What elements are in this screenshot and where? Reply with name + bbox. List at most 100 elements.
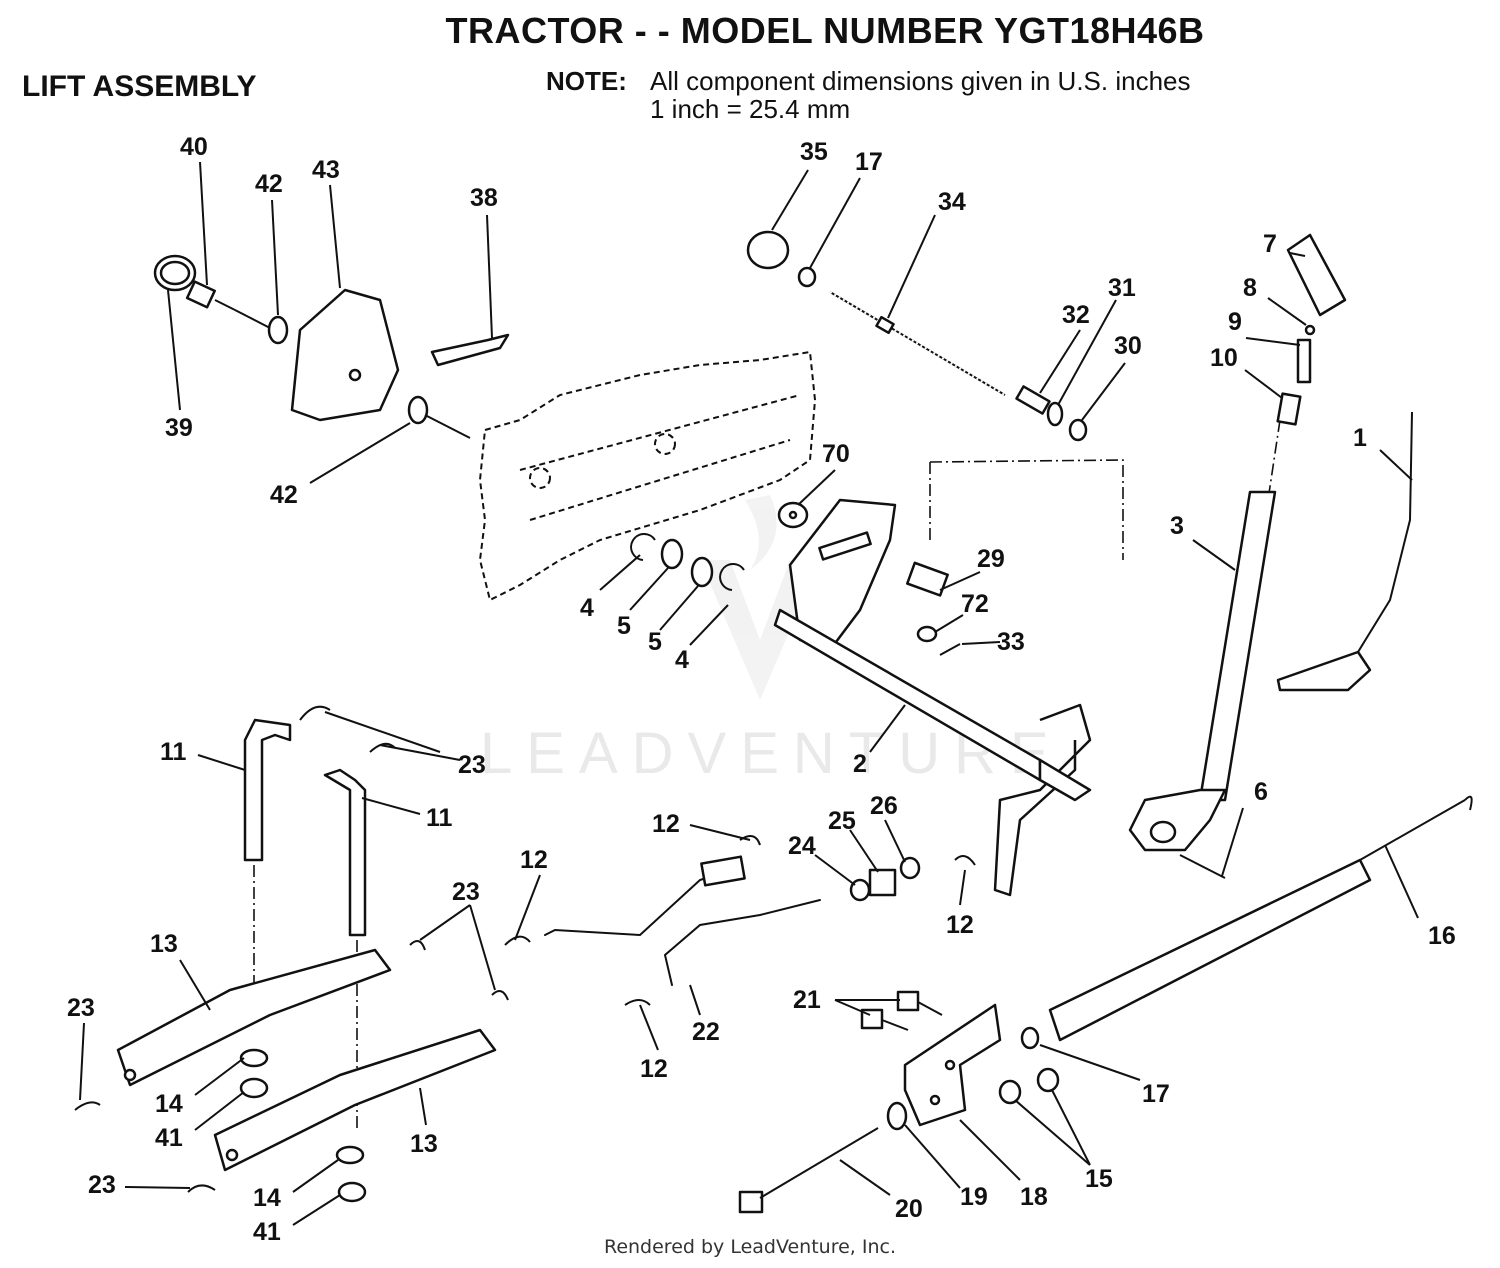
part-8-ball [1304, 324, 1316, 336]
part-14-washer [239, 1048, 365, 1165]
callout-4: 4 [675, 646, 689, 674]
part-17-nut-top [797, 266, 817, 288]
watermark-logo [700, 495, 820, 700]
callout-29: 29 [977, 545, 1005, 573]
callout-7: 7 [1263, 230, 1277, 258]
callout-23: 23 [452, 878, 480, 906]
callout-16: 16 [1428, 922, 1456, 950]
part-31-washer [1046, 401, 1064, 427]
part-20-bolt [738, 1127, 879, 1214]
footer-credit: Rendered by LeadVenture, Inc. [603, 1236, 897, 1258]
part-10-insert [1276, 392, 1302, 426]
callout-labels: 40 42 43 38 39 42 35 17 34 32 31 30 7 8 … [67, 133, 1456, 1246]
callout-18: 18 [1020, 1183, 1048, 1211]
part-43-housing [290, 288, 400, 422]
part-41-nut [239, 1077, 367, 1203]
watermark: LEADVENTURE [480, 721, 1063, 786]
callout-5: 5 [648, 628, 662, 656]
section-title: LIFT ASSEMBLY [22, 70, 257, 103]
part-38-bracket [430, 333, 510, 367]
callout-25: 25 [828, 807, 856, 835]
part-72-washer [916, 625, 938, 643]
part-34-threaded-rod [829, 291, 1006, 396]
callout-4: 4 [580, 594, 594, 622]
callout-11: 11 [160, 738, 187, 766]
callout-12: 12 [520, 846, 548, 874]
part-18-bracket [903, 1003, 1002, 1127]
callout-5: 5 [617, 612, 631, 640]
part-13-lift-arm [116, 948, 497, 1172]
callout-11: 11 [426, 804, 453, 832]
callout-14: 14 [253, 1184, 281, 1212]
callout-35: 35 [800, 138, 828, 166]
part-12-hairpin [504, 835, 976, 1006]
callout-10: 10 [1210, 344, 1238, 372]
callout-31: 31 [1108, 274, 1136, 302]
callout-70: 70 [822, 440, 850, 468]
diagram-title: TRACTOR - - MODEL NUMBER YGT18H46B [445, 10, 1205, 51]
callout-13: 13 [150, 930, 178, 958]
callout-15: 15 [1085, 1165, 1113, 1193]
part-39-cap [153, 254, 197, 292]
callout-24: 24 [788, 832, 816, 860]
callout-43: 43 [312, 156, 340, 184]
part-5-bushing [660, 538, 714, 588]
callout-12: 12 [946, 911, 974, 939]
callout-17: 17 [855, 148, 883, 176]
callout-40: 40 [180, 133, 208, 161]
part-30-nut [1068, 418, 1088, 442]
part-19-washer [886, 1101, 908, 1131]
leader-lines [79, 161, 1419, 1226]
part-42-washer [267, 315, 471, 439]
part-25-block [868, 868, 897, 897]
part-15-nut [998, 1067, 1060, 1105]
assembly-guide [929, 419, 1281, 560]
callout-42: 42 [270, 481, 298, 509]
part-17-nut-bottom [1020, 1026, 1040, 1050]
callout-41: 41 [253, 1218, 281, 1246]
callout-2: 2 [853, 750, 867, 778]
part-32-spring [1015, 385, 1051, 415]
callout-42: 42 [255, 170, 283, 198]
part-11-lift-link [243, 718, 367, 937]
callout-3: 3 [1170, 512, 1184, 540]
part-33-pin [939, 643, 961, 656]
callout-12: 12 [652, 810, 680, 838]
callout-32: 32 [1062, 301, 1090, 329]
callout-6: 6 [1254, 778, 1268, 806]
part-16-spring [1048, 795, 1473, 1042]
note-label: NOTE: [546, 66, 627, 96]
note-conversion: 1 inch = 25.4 mm [650, 94, 851, 124]
callout-21: 21 [793, 986, 821, 1014]
callout-17: 17 [1142, 1080, 1170, 1108]
part-7-grip [1286, 233, 1347, 317]
part-29-fitting [906, 561, 949, 597]
callout-26: 26 [870, 792, 898, 820]
part-23-hairpin [74, 705, 509, 1193]
callout-12: 12 [640, 1055, 668, 1083]
note-dimensions: All component dimensions given in U.S. i… [650, 66, 1191, 96]
callout-23: 23 [88, 1171, 116, 1199]
part-6-bolt [1179, 854, 1226, 879]
part-2-lift-shaft [773, 498, 1092, 897]
part-21-bolt [860, 990, 943, 1031]
part-3-lever [1128, 490, 1277, 852]
callout-14: 14 [155, 1090, 183, 1118]
part-22-link [544, 855, 821, 986]
callout-38: 38 [470, 184, 498, 212]
frame-outline [478, 350, 817, 602]
part-26-nut [899, 856, 921, 880]
callout-20: 20 [895, 1195, 923, 1223]
callout-39: 39 [165, 414, 193, 442]
part-40-bolt [185, 280, 271, 329]
callout-34: 34 [938, 188, 966, 216]
callout-9: 9 [1228, 308, 1242, 336]
callout-1: 1 [1353, 424, 1367, 452]
callout-41: 41 [155, 1124, 183, 1152]
callout-13: 13 [410, 1130, 438, 1158]
callout-22: 22 [692, 1018, 720, 1046]
callout-30: 30 [1114, 332, 1142, 360]
callout-23: 23 [67, 994, 95, 1022]
part-1-rod [1276, 411, 1413, 692]
